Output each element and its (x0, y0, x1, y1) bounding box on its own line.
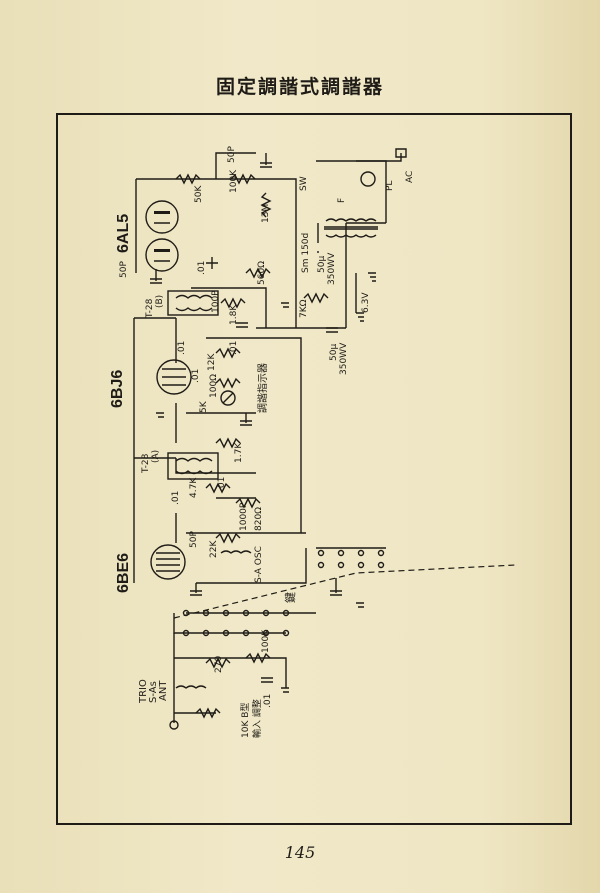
label-pl: PL (385, 181, 395, 191)
label-c01-f: .01 (171, 491, 181, 505)
label-t28a-sub: (A) (151, 450, 161, 463)
label-sas: S-As (148, 681, 159, 703)
tube-label-6al5: 6AL5 (115, 214, 132, 253)
label-osc: S-A OSC (254, 546, 264, 583)
label-vr10k: 10K B型 (240, 703, 251, 738)
label-r13m: 13M (261, 204, 271, 223)
label-v63: 6.3V (361, 292, 371, 313)
label-r270: 270 (214, 656, 224, 673)
tube-6al5 (145, 200, 179, 272)
tube-6bj6 (156, 359, 192, 395)
label-r12k: 12K (207, 353, 217, 371)
ground-symbols (156, 272, 376, 693)
label-c01-e: .01 (217, 477, 227, 491)
label-c100p: 100P (211, 290, 221, 313)
label-r100: 100Ω (209, 374, 219, 398)
label-input-adjust: 輸入 調整 (251, 699, 263, 738)
page-number: 145 (284, 843, 316, 862)
label-c50u-1v: 350WV (327, 252, 337, 285)
tube-label-6bj6: 6BJ6 (109, 370, 126, 408)
label-r18k: 1.8K (229, 304, 239, 325)
label-tuning-indicator: 調諧指示器 (256, 363, 269, 413)
if-transformer-t28a (167, 452, 219, 480)
label-c50u-2: 50μ (329, 344, 339, 361)
tube-6be6 (150, 544, 186, 580)
tube-label-6be6: 6BE6 (115, 553, 132, 593)
ac-plug (356, 148, 407, 187)
label-c01-c: .01 (229, 341, 239, 355)
label-ant: ANT (158, 680, 169, 701)
rf-coils (169, 550, 252, 730)
label-c1000p: 1000P (239, 502, 249, 531)
label-c50p-osc: 50P (189, 531, 199, 548)
label-key: 鍵 (283, 592, 297, 603)
label-c50p-left: 50P (119, 261, 129, 278)
label-r5k: 5K (199, 400, 209, 413)
label-fuse: F (337, 198, 347, 203)
label-r47k: 4.7K (189, 477, 199, 498)
label-r50k: 50K (194, 185, 204, 203)
wiring (133, 152, 517, 723)
label-r17k: 1.7K (234, 442, 244, 463)
label-c01-d: .01 (191, 369, 201, 383)
if-transformer-t28b (167, 290, 219, 316)
label-t28a: T-28 (141, 453, 151, 474)
label-r560: 560Ω (257, 261, 267, 285)
label-r820: 820Ω (254, 507, 264, 531)
label-trio: TRIO (138, 679, 149, 704)
band-switch-contacts (182, 549, 385, 637)
resistors (175, 173, 329, 719)
power-transformer (317, 218, 378, 253)
label-sw: SW (299, 176, 309, 191)
label-c01-a: .01 (197, 261, 207, 275)
label-r100k-top: 100K (229, 169, 239, 193)
label-ac: AC (405, 171, 415, 183)
diagram-frame (56, 113, 572, 825)
label-t28b: T-28 (145, 298, 155, 319)
label-r22k: 22K (209, 540, 219, 558)
label-t28b-sub: (B) (155, 295, 165, 308)
label-r100k-bot: 100K (261, 629, 271, 653)
capacitors (150, 153, 342, 683)
label-c50u-1: 50μ (317, 256, 327, 273)
label-c01-b: .01 (177, 341, 187, 355)
label-c50p-top: 50P (227, 146, 237, 163)
label-c01-g: .01 (263, 694, 273, 708)
schematic-diagram: 6AL5 6BJ6 6BE6 50P 50K 100K 13M SW F PL … (109, 146, 517, 738)
tuning-meter (220, 390, 236, 406)
label-c50u-2v: 350WV (339, 342, 349, 375)
label-r7k: 7KΩ (299, 299, 309, 318)
label-sm150d: Sm 150d (301, 233, 311, 273)
page-title: 固定調諧式調諧器 (215, 76, 384, 98)
